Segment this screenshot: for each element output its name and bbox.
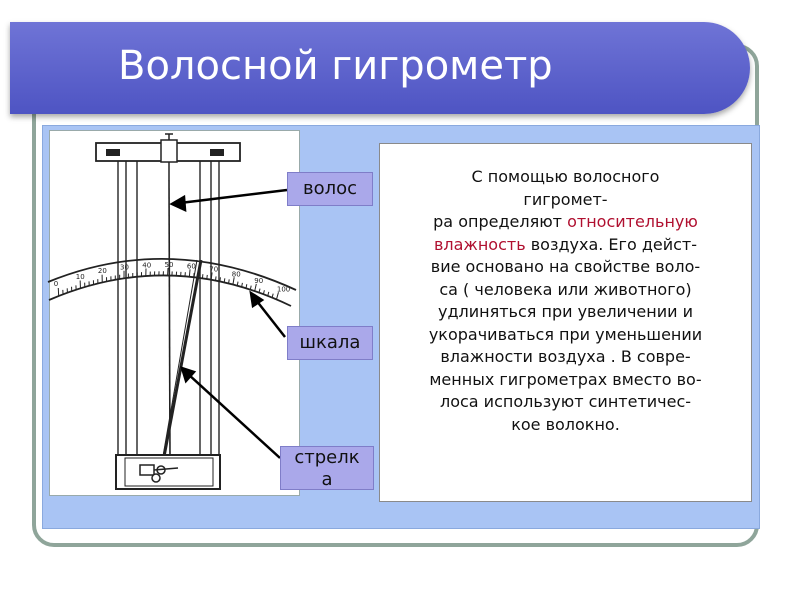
description-text: ра определяют — [433, 212, 568, 231]
scale-tick — [258, 288, 261, 293]
scale-tick — [262, 290, 265, 295]
description-line: менных гигрометрах вместо во- — [429, 369, 702, 389]
description-line: влажность воздуха. Его дейст- — [394, 234, 737, 257]
scale-tick — [206, 274, 208, 280]
pivot — [139, 464, 179, 483]
description-line: влажности воздуха . В совре- — [440, 347, 691, 366]
scale-tick-labels: 0 10 20 30 40 50 60 70 80 90 100 — [54, 261, 291, 293]
description-text: воздуха. Его дейст- — [525, 234, 698, 254]
scale-tick — [245, 284, 248, 289]
bottom-mount — [115, 454, 221, 490]
scale-tick — [254, 283, 257, 292]
pointer-label-line2: а — [321, 469, 333, 490]
scale-tick-label: 40 — [142, 261, 151, 269]
frame-rails — [117, 158, 220, 455]
scale-tick-label: 80 — [232, 270, 241, 278]
scale-tick — [223, 278, 226, 283]
hair-line — [168, 179, 171, 461]
highlight-term: влажность — [433, 234, 526, 254]
scale-tick — [228, 279, 230, 284]
title-banner — [10, 22, 750, 114]
pointer-label: стрелк а — [280, 446, 374, 490]
scale-tick-label: 100 — [277, 285, 290, 293]
top-clip-left — [106, 149, 120, 156]
scale-tick — [210, 272, 213, 280]
scale-arc — [47, 257, 297, 307]
description-line: укорачиваться при уменьшении — [428, 324, 703, 344]
description-line: лоса используют синтетичес- — [439, 392, 692, 411]
description-line: С помощью волосного — [471, 167, 660, 186]
description-line: вие основано на свойстве воло- — [430, 257, 701, 276]
scale-tick — [236, 281, 239, 286]
description-line: удлиняться при увеличении и — [437, 302, 693, 321]
hair-label: волос — [287, 172, 373, 206]
callout-arrows — [169, 188, 288, 459]
slide-title: Волосной гигрометр — [118, 43, 553, 89]
scale-tick — [215, 276, 217, 281]
scale-tick-label: 10 — [76, 273, 85, 281]
scale-tick-label: 0 — [54, 280, 58, 288]
scale-tick — [249, 285, 252, 290]
description-line: кое волокно. — [511, 414, 620, 434]
scale-tick — [267, 291, 270, 297]
scale-tick-label: 60 — [187, 262, 196, 270]
pointer-label-line1: стрелк — [294, 447, 360, 468]
scale-tick — [219, 277, 221, 282]
scale-tick-marks — [57, 267, 279, 300]
scale-tick — [271, 293, 274, 298]
scale-tick-label: 90 — [254, 277, 263, 285]
top-clip-right — [210, 149, 224, 156]
description-line: са ( человека или животного) — [439, 279, 692, 299]
description-line: гигромет- — [523, 189, 608, 209]
adjust-screw — [160, 133, 178, 180]
description-box: С помощью волосного гигромет- ра определ… — [379, 143, 752, 502]
scale-tick-label: 70 — [209, 265, 218, 273]
highlight-term: относительную — [567, 212, 698, 231]
pointer-needle — [161, 259, 203, 463]
scale-label: шкала — [287, 326, 373, 360]
scale-tick — [275, 292, 279, 300]
scale-tick-label: 30 — [120, 263, 129, 271]
scale-tick-label: 20 — [98, 267, 107, 275]
scale-tick — [232, 277, 235, 285]
scale-tick — [188, 269, 191, 277]
description-line: ра определяют относительную — [394, 211, 737, 234]
hygrometer-diagram-box — [49, 130, 300, 496]
scale-tick — [241, 282, 243, 288]
scale-tick-label: 50 — [165, 261, 174, 269]
